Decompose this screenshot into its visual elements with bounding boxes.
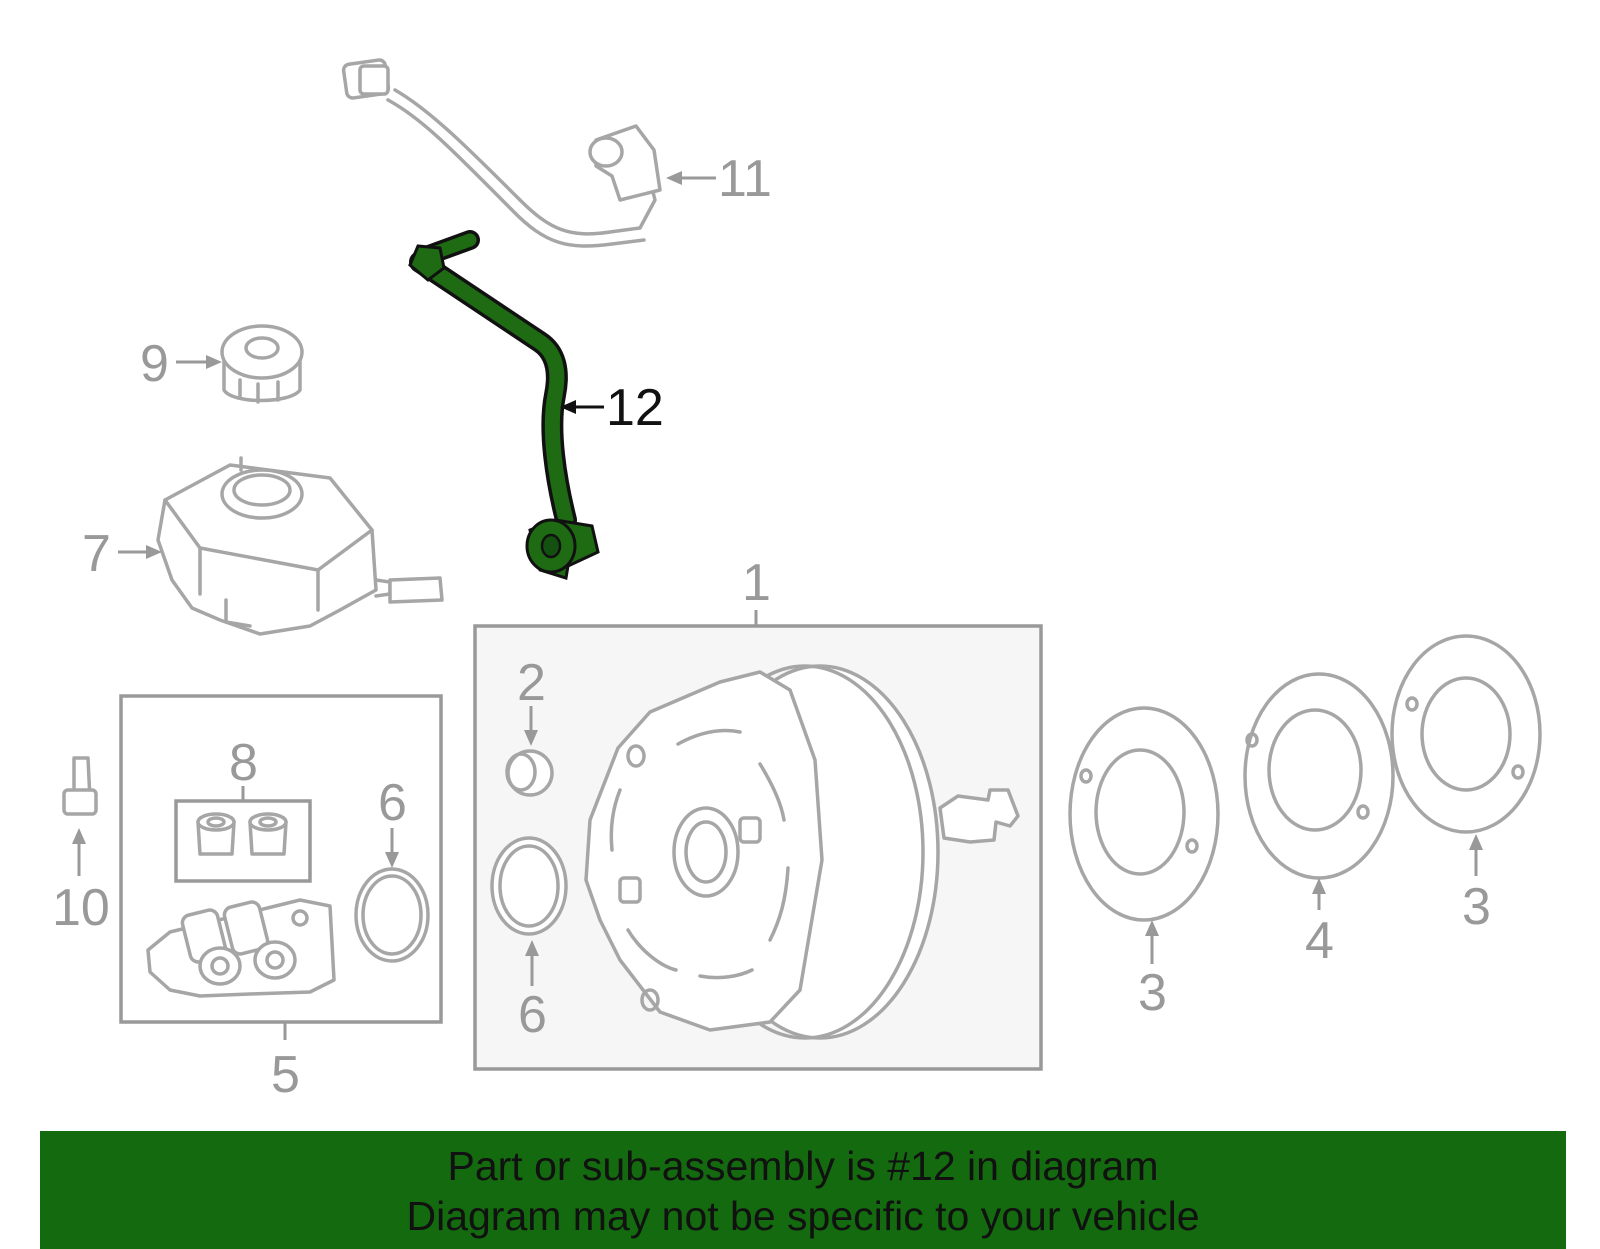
banner-line-2: Diagram may not be specific to your vehi… [406,1193,1200,1239]
part-3-gasket-left[interactable] [1068,706,1220,922]
part-6-seal-left[interactable] [354,867,430,963]
part-1-brake-booster[interactable] [584,664,1020,1040]
callout-8: 8 [229,734,258,792]
callout-4: 4 [1305,912,1334,970]
callout-5: 5 [271,1046,300,1104]
callout-10: 10 [52,879,110,937]
callout-3-left: 3 [1138,964,1167,1022]
callout-7: 7 [82,525,111,583]
info-banner: Part or sub-assembly is #12 in diagram D… [40,1131,1566,1249]
callout-1: 1 [742,554,771,612]
box-group-5 [119,694,443,1024]
part-8-seals[interactable] [196,812,288,856]
part-5-master-cylinder[interactable] [146,898,336,998]
part-3-gasket-right[interactable] [1390,634,1542,834]
callout-3-right: 3 [1462,878,1491,936]
part-4-gasket[interactable] [1243,672,1395,880]
callout-11: 11 [718,150,772,208]
callout-9: 9 [140,335,169,393]
part-6-seal-right[interactable] [490,836,568,936]
callout-6-left: 6 [378,774,407,832]
part-11-vacuum-hose[interactable] [341,58,662,248]
callout-6-right: 6 [518,986,547,1044]
callout-12: 12 [606,379,664,437]
box-group-8 [174,799,312,883]
part-7-fluid-reservoir[interactable] [156,456,444,636]
part-12-vacuum-line[interactable] [408,230,600,580]
part-10-sensor[interactable] [62,756,98,816]
part-2-grommet[interactable] [505,749,554,797]
callout-2: 2 [517,654,546,712]
part-9-reservoir-cap[interactable] [220,324,304,404]
banner-line-1: Part or sub-assembly is #12 in diagram [447,1143,1159,1189]
